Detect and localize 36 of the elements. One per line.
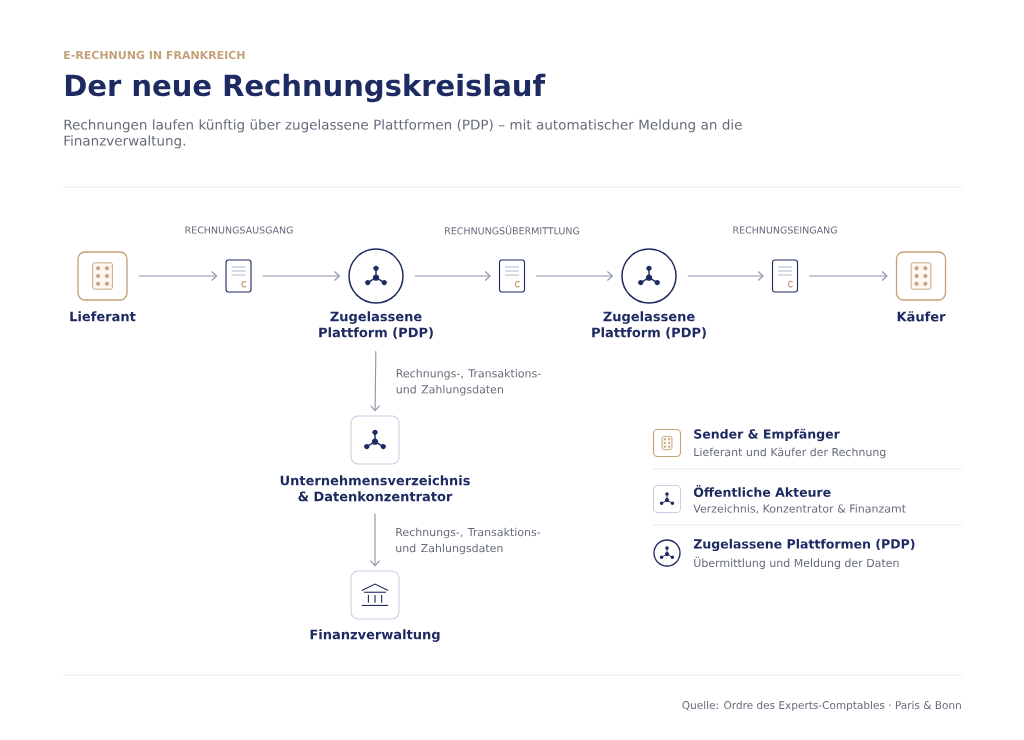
invoice-icon bbox=[225, 259, 252, 293]
node-label: Zugelassene Plattform (PDP) bbox=[319, 311, 433, 339]
arrow bbox=[262, 270, 341, 282]
invoice-icon bbox=[498, 259, 526, 293]
legend-description: Lieferant und Käufer der Rechnung bbox=[694, 447, 886, 459]
node-label: Zugelassene Plattform (PDP) bbox=[592, 311, 706, 339]
legend-description: Übermittlung und Meldung der Daten bbox=[694, 556, 899, 570]
legend-description: Verzeichnis, Konzentrator & Finanzamt bbox=[693, 504, 906, 514]
arrow bbox=[414, 270, 491, 282]
arrow bbox=[370, 350, 381, 412]
arrow bbox=[687, 270, 764, 282]
icon-box: Unternehmensverzeichnis & Datenkonzentrator bbox=[280, 415, 470, 502]
legend-label: Sender & Empfänger bbox=[694, 428, 840, 442]
arrow bbox=[535, 270, 614, 282]
node-label: Unternehmensverzeichnis & Datenkonzentrator bbox=[280, 475, 470, 502]
icon-box: Finanzverwaltung bbox=[310, 570, 440, 642]
eyebrow-label: E-RECHNUNG IN FRANKREICH bbox=[64, 50, 245, 60]
legend-label: Zugelassene Plattformen (PDP) bbox=[693, 538, 915, 552]
stage-label: RECHNUNGSAUSGANG bbox=[185, 226, 293, 234]
arrow bbox=[369, 513, 381, 567]
stage-label: RECHNUNGSÜBERMITTLUNG bbox=[445, 225, 580, 235]
edge-label: Rechnungs-, Transaktions- und Zahlungsdaten bbox=[396, 527, 541, 555]
node-label: Lieferant bbox=[70, 311, 136, 322]
node-label: Käufer bbox=[897, 311, 946, 322]
icon-box: Lieferant bbox=[70, 251, 136, 322]
stage-label: RECHNUNGSEINGANG bbox=[733, 226, 837, 234]
invoice-icon bbox=[771, 259, 799, 293]
edge-label: Rechnungs-, Transaktions- und Zahlungsdaten bbox=[396, 368, 541, 396]
subtitle: Rechnungen laufen künftig über zugelassene Plattformen (PDP) – mit automatischer Meldung an die Finanzverwaltung. bbox=[64, 119, 742, 149]
legend-label: Öffentliche Akteure bbox=[693, 485, 831, 497]
arrow bbox=[138, 270, 218, 282]
arrow bbox=[808, 270, 888, 282]
icon-box: Käufer bbox=[895, 251, 947, 322]
source-note: Quelle: Ordre des Experts-Comptables · Paris & Bonn bbox=[682, 700, 961, 712]
title: Der neue Rechnungskreislauf bbox=[65, 73, 546, 103]
node-label: Finanzverwaltung bbox=[310, 629, 440, 642]
